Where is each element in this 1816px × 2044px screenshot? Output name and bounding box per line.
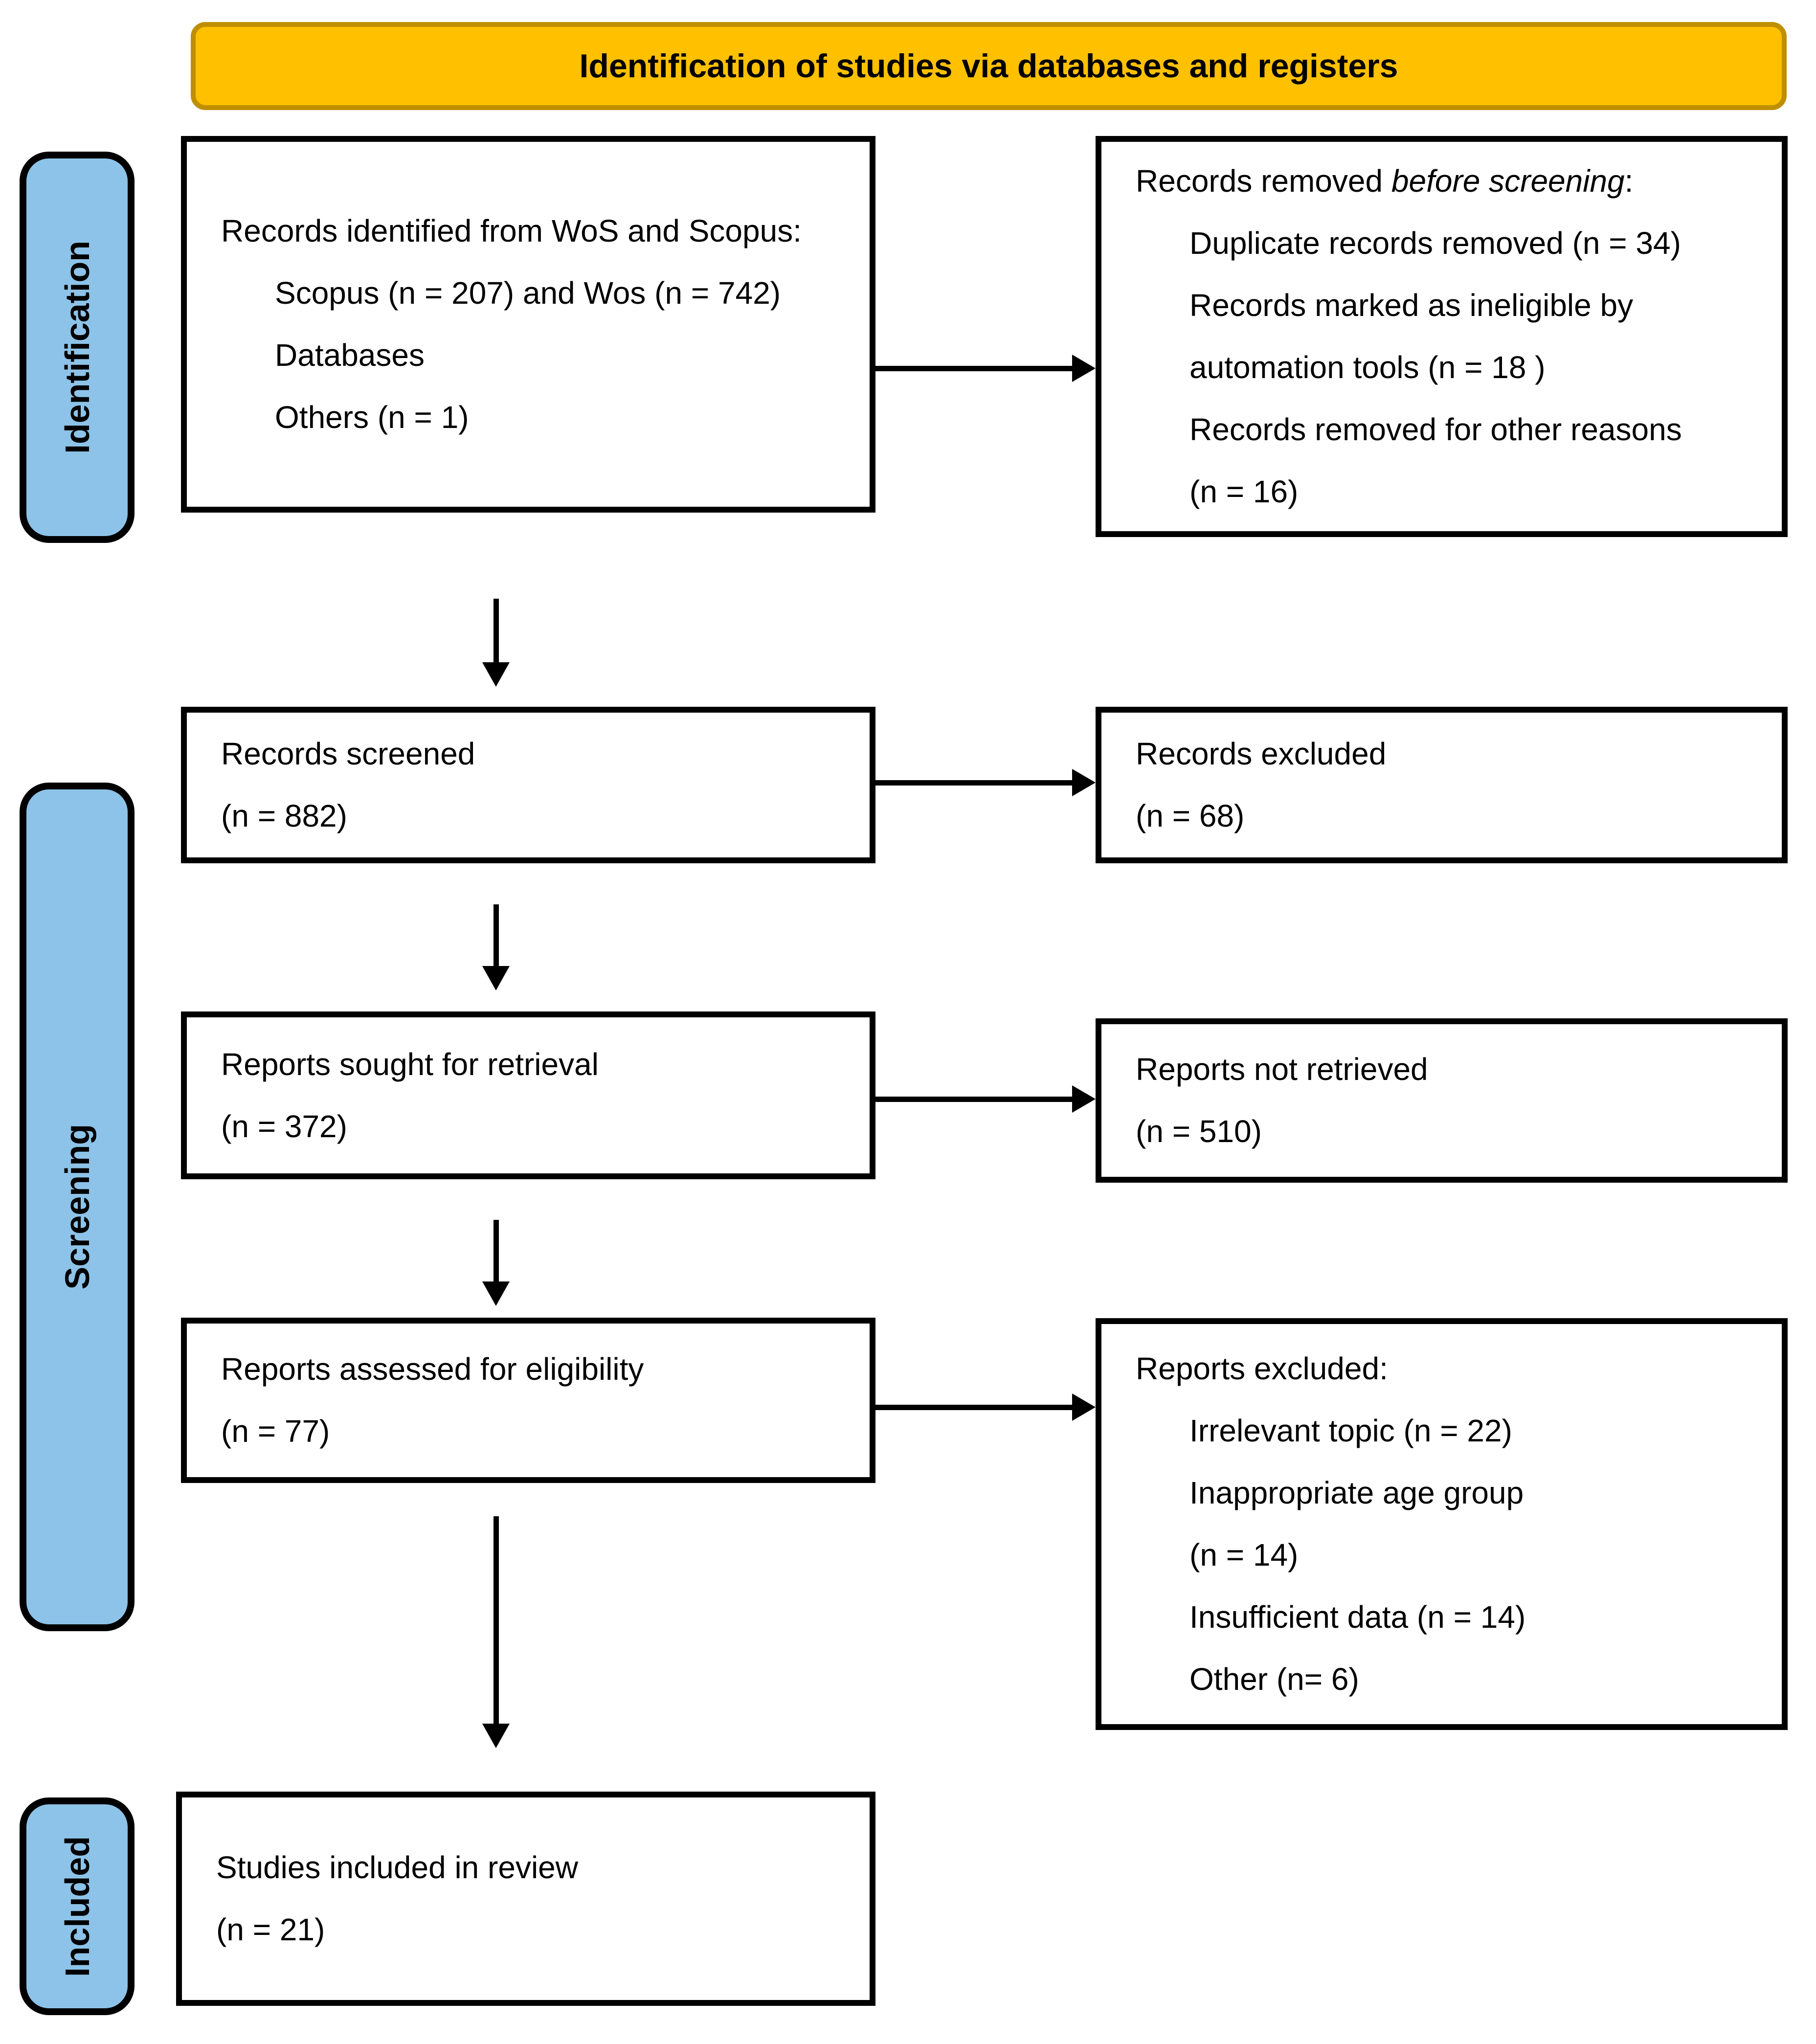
studies-included-count: (n = 21) — [216, 1912, 325, 1947]
reports-excluded-age-group-2: (n = 14) — [1189, 1537, 1299, 1572]
stage-label-identification: Identification — [20, 152, 135, 543]
reports-assessed-label: Reports assessed for eligibility — [221, 1351, 644, 1387]
records-removed-title: Records removed before screening: — [1136, 163, 1634, 199]
reports-not-retrieved-count: (n = 510) — [1136, 1114, 1262, 1149]
reports-not-retrieved-label: Reports not retrieved — [1136, 1052, 1428, 1087]
box-reports-assessed: Reports assessed for eligibility (n = 77… — [181, 1318, 875, 1483]
records-screened-label: Records screened — [221, 736, 475, 771]
reports-assessed-count: (n = 77) — [221, 1414, 330, 1449]
box-reports-sought: Reports sought for retrieval (n = 372) — [181, 1011, 875, 1179]
reports-excluded-irrelevant: Irrelevant topic (n = 22) — [1189, 1413, 1512, 1448]
box-reports-not-retrieved: Reports not retrieved (n = 510) — [1096, 1018, 1788, 1183]
records-removed-ineligible-2: automation tools (n = 18 ) — [1189, 350, 1546, 385]
records-identified-scopus-wos: Scopus (n = 207) and Wos (n = 742) — [275, 275, 781, 311]
box-records-removed-before-screening: Records removed before screening: Duplic… — [1096, 136, 1788, 537]
records-identified-title: Records identified from WoS and Scopus: — [221, 213, 802, 248]
box-reports-excluded: Reports excluded: Irrelevant topic (n = … — [1096, 1318, 1788, 1730]
stage-label-screening-text: Screening — [58, 1124, 96, 1290]
box-studies-included: Studies included in review (n = 21) — [176, 1792, 875, 2006]
reports-excluded-title: Reports excluded: — [1136, 1351, 1388, 1386]
reports-excluded-insufficient: Insufficient data (n = 14) — [1189, 1599, 1526, 1635]
reports-excluded-other: Other (n= 6) — [1189, 1662, 1359, 1697]
stage-label-included: Included — [20, 1797, 135, 2015]
studies-included-label: Studies included in review — [216, 1850, 578, 1885]
stage-label-screening: Screening — [20, 783, 135, 1631]
records-removed-duplicates: Duplicate records removed (n = 34) — [1189, 225, 1681, 261]
box-records-identified: Records identified from WoS and Scopus: … — [181, 136, 875, 513]
banner-identification-via-databases: Identification of studies via databases … — [191, 22, 1787, 110]
box-records-excluded: Records excluded (n = 68) — [1096, 707, 1788, 863]
reports-sought-label: Reports sought for retrieval — [221, 1046, 599, 1082]
stage-label-identification-text: Identification — [58, 241, 96, 454]
stage-label-included-text: Included — [58, 1836, 96, 1977]
box-records-screened: Records screened (n = 882) — [181, 707, 875, 863]
records-screened-count: (n = 882) — [221, 798, 347, 833]
records-identified-databases: Databases — [275, 337, 425, 373]
banner-title: Identification of studies via databases … — [579, 47, 1398, 85]
records-removed-other-2: (n = 16) — [1189, 474, 1299, 509]
records-removed-ineligible-1: Records marked as ineligible by — [1189, 288, 1634, 323]
records-excluded-count: (n = 68) — [1136, 798, 1245, 833]
records-removed-other-1: Records removed for other reasons — [1189, 412, 1682, 447]
records-identified-others: Others (n = 1) — [275, 400, 469, 435]
reports-sought-count: (n = 372) — [221, 1108, 347, 1144]
reports-excluded-age-group-1: Inappropriate age group — [1189, 1475, 1524, 1510]
records-excluded-label: Records excluded — [1136, 736, 1387, 771]
